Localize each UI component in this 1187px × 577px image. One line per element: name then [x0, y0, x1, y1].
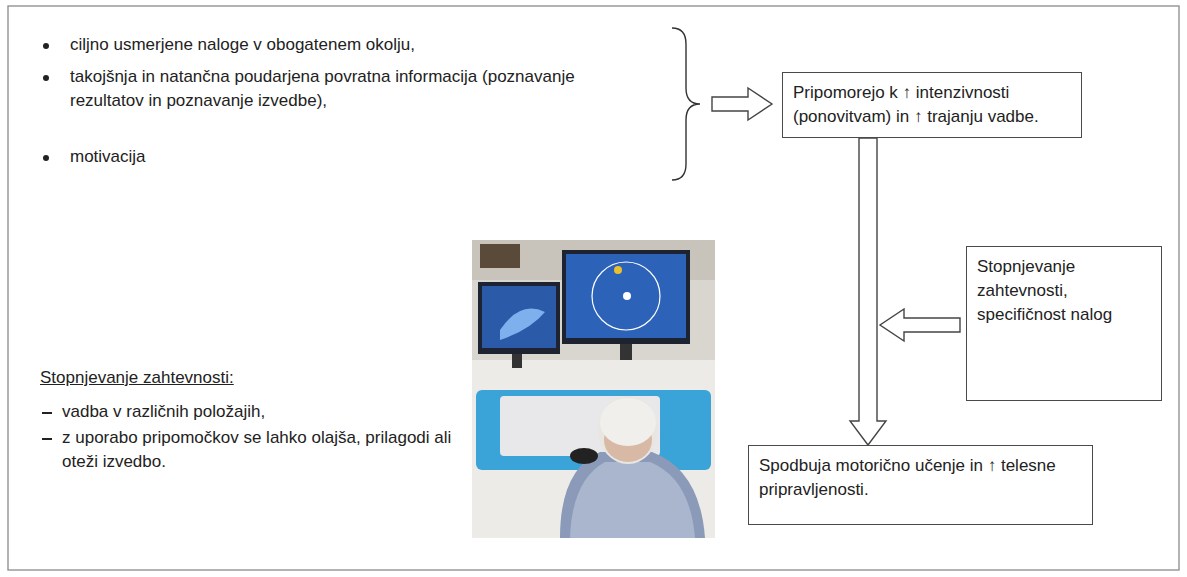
block-arrow — [850, 138, 886, 445]
process-box: Pripomorejo k ↑ intenzivnosti (ponovitva… — [782, 72, 1082, 138]
block-arrow — [712, 88, 772, 120]
box-text: Stopnjevanje zahtevnosti, specifičnost n… — [977, 255, 1151, 327]
list-item: vadba v različnih položajih, — [62, 400, 462, 424]
block-arrow — [880, 309, 960, 341]
box-text: Spodbuja motorično učenje in ↑ telesne p… — [759, 454, 1082, 502]
list-item: ciljno usmerjene naloge v obogatenem oko… — [70, 33, 630, 57]
list-dash — [42, 412, 52, 414]
frame-border — [8, 6, 1179, 570]
process-box: Stopnjevanje zahtevnosti, specifičnost n… — [966, 246, 1162, 401]
section-heading: Stopnjevanje zahtevnosti: — [40, 366, 440, 390]
bullet-dot — [43, 155, 49, 161]
list-item: motivacija — [70, 145, 630, 169]
list-item: takojšnja in natančna poudarjena povratn… — [70, 65, 590, 113]
bullet-dot — [43, 75, 49, 81]
bullet-dot — [43, 43, 49, 49]
curly-brace — [672, 28, 700, 180]
process-box: Spodbuja motorično učenje in ↑ telesne p… — [748, 445, 1093, 525]
list-item: z uporabo pripomočkov se lahko olajša, p… — [62, 426, 462, 474]
photo — [472, 240, 715, 538]
box-text: Pripomorejo k ↑ intenzivnosti (ponovitva… — [793, 81, 1071, 129]
list-dash — [42, 438, 52, 440]
